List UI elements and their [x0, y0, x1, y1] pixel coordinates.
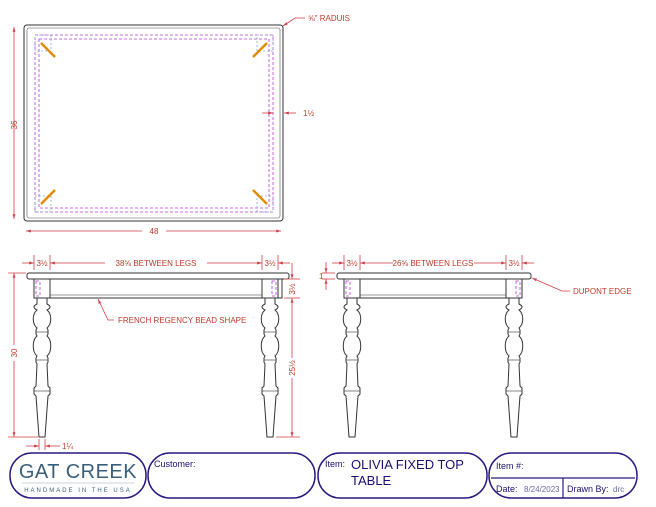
front-tabletop — [26, 272, 290, 280]
side-leg-right-dim: 3½ — [508, 259, 519, 268]
side-right-leg — [504, 297, 524, 438]
item-name-line1: OLIVIA FIXED TOP — [351, 457, 464, 472]
front-view: 3½ 38⅝ BETWEEN LEGS 3½ 30 3½ 25½ 1¼ FREN… — [8, 255, 300, 451]
radius-label: ⅝" RADUIS — [308, 14, 350, 23]
corner-braces — [40, 42, 268, 205]
leg-blocks — [34, 34, 274, 213]
leg-foot-dimension: 1¼ — [62, 442, 73, 451]
side-view: 3½ 26⅝ BETWEEN LEGS 3½ 1 DUPONT EDGE — [319, 255, 632, 438]
side-left-leg — [342, 297, 362, 438]
front-leg-left-dim: 3½ — [36, 259, 47, 268]
height-dimension: 30 — [10, 348, 19, 357]
customer-label: Customer: — [154, 459, 196, 469]
depth-dimension: 36 — [10, 120, 19, 129]
bead-shape-label: FRENCH REGENCY BEAD SHAPE — [118, 316, 246, 325]
date-label: Date: — [496, 484, 518, 494]
drawn-by-label: Drawn By: — [567, 484, 609, 494]
apron-dimension: 3½ — [288, 283, 297, 294]
drawn-by-value: drc — [613, 485, 624, 494]
front-between-legs: 38⅝ BETWEEN LEGS — [116, 259, 197, 268]
logo-tagline: HANDMADE IN THE USA — [24, 488, 132, 494]
front-left-leg — [32, 297, 52, 438]
apron-hidden-line — [34, 34, 274, 213]
front-leg-right-dim: 3½ — [264, 259, 275, 268]
date-value: 8/24/2023 — [524, 485, 560, 494]
edge-dimension: 1½ — [303, 109, 314, 118]
side-tabletop — [336, 272, 532, 280]
tabletop-outline — [23, 24, 284, 222]
top-thickness-dimension: 1 — [319, 272, 324, 281]
top-view: 36 48 ⅝" RADUIS 1½ — [10, 14, 350, 236]
customer-box — [147, 452, 316, 499]
item-number-label: Item #: — [496, 461, 524, 471]
item-label: Item: — [325, 459, 345, 469]
leg-height-dimension: 25½ — [288, 360, 297, 376]
item-name-line2: TABLE — [351, 473, 392, 488]
logo-name: GAT CREEK — [19, 461, 137, 483]
dupont-edge-label: DUPONT EDGE — [573, 287, 632, 296]
front-right-leg — [260, 297, 280, 438]
width-dimension: 48 — [150, 227, 159, 236]
side-leg-left-dim: 3½ — [346, 259, 357, 268]
item-box — [317, 452, 488, 499]
title-block: GAT CREEK HANDMADE IN THE USA Customer: … — [9, 452, 638, 499]
side-between-legs: 26⅝ BETWEEN LEGS — [393, 259, 474, 268]
